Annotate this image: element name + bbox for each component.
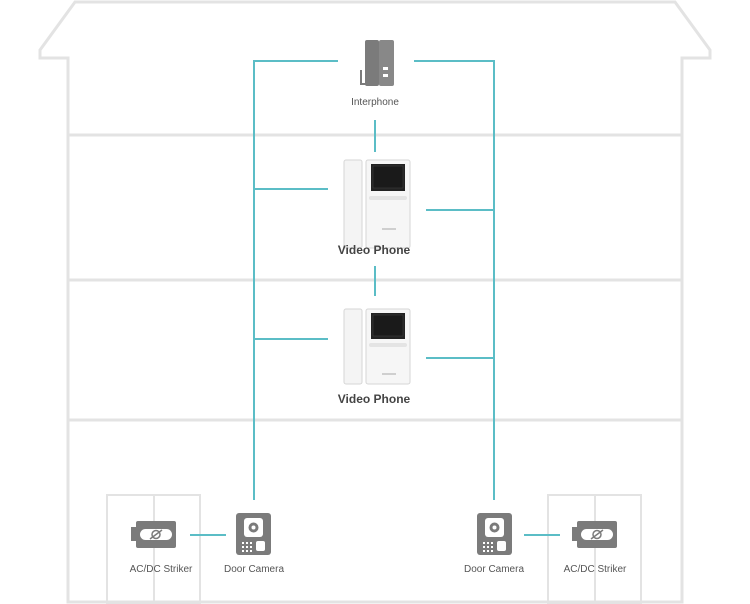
striker-icon xyxy=(131,521,176,548)
door-camera-icon xyxy=(236,513,271,555)
interphone-label: Interphone xyxy=(351,97,399,108)
striker-icon xyxy=(572,521,617,548)
connection-lines xyxy=(190,60,560,536)
interphone-icon xyxy=(360,40,394,86)
striker-left-label: AC/DC Striker xyxy=(129,564,193,575)
video-phone-icon xyxy=(343,159,411,249)
door-camera-left-label: Door Camera xyxy=(223,564,285,575)
edge-interphone-left-bus xyxy=(253,60,338,500)
door-camera-right-label: Door Camera xyxy=(463,564,525,575)
door-camera-icon xyxy=(477,513,512,555)
video-phone-icon xyxy=(343,308,411,385)
striker-right-label: AC/DC Striker xyxy=(563,564,627,575)
house-roof xyxy=(38,0,712,604)
house-outline xyxy=(38,0,712,604)
edge-interphone-right-bus xyxy=(414,60,495,500)
video-phone-1-label: Video Phone xyxy=(337,243,411,257)
video-phone-2-label: Video Phone xyxy=(337,392,411,406)
